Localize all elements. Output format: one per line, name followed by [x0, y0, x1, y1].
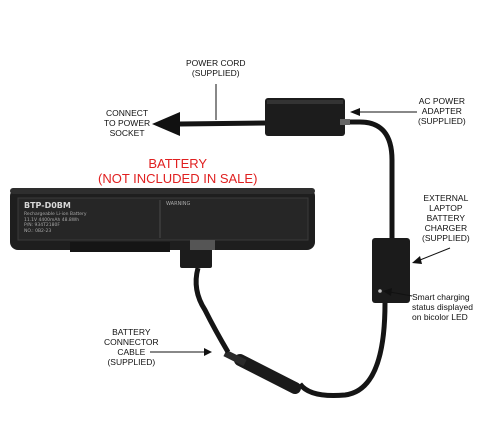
power-cord: [179, 120, 266, 127]
battery-label: [17, 197, 309, 241]
battery-specs: Rechargeable Li-ion Battery 11.1V 4400mA…: [24, 212, 87, 234]
battery-label-text: BATTERY (NOT INCLUDED IN SALE): [98, 156, 258, 186]
battery-plug: [180, 248, 212, 268]
battery-model: BTP-D0BM: [24, 201, 71, 210]
external-charger-label: EXTERNAL LAPTOP BATTERY CHARGER (SUPPLIE…: [422, 193, 470, 243]
ac-adapter-label: AC POWER ADAPTER (SUPPLIED): [418, 96, 466, 126]
charger-output-cable: [297, 302, 388, 398]
power-cord-label: POWER CORD (SUPPLIED): [186, 58, 246, 78]
external-charger: [372, 238, 410, 303]
connector-cable-label: BATTERY CONNECTOR CABLE (SUPPLIED): [104, 327, 159, 367]
smart-charging-label: Smart charging status displayed on bicol…: [412, 292, 473, 322]
led-pointer: [389, 291, 413, 297]
led-indicator: [378, 289, 382, 293]
connect-arrow: [152, 112, 180, 136]
battery-connector-cable: [193, 267, 231, 354]
connect-label: CONNECT TO POWER SOCKET: [104, 108, 151, 138]
adapter-output-cable: [345, 119, 395, 238]
battery-warning: WARNING: [166, 201, 191, 207]
barrel-connector: [234, 354, 301, 394]
ac-adapter: [265, 98, 345, 136]
charger-pointer: [419, 247, 451, 261]
